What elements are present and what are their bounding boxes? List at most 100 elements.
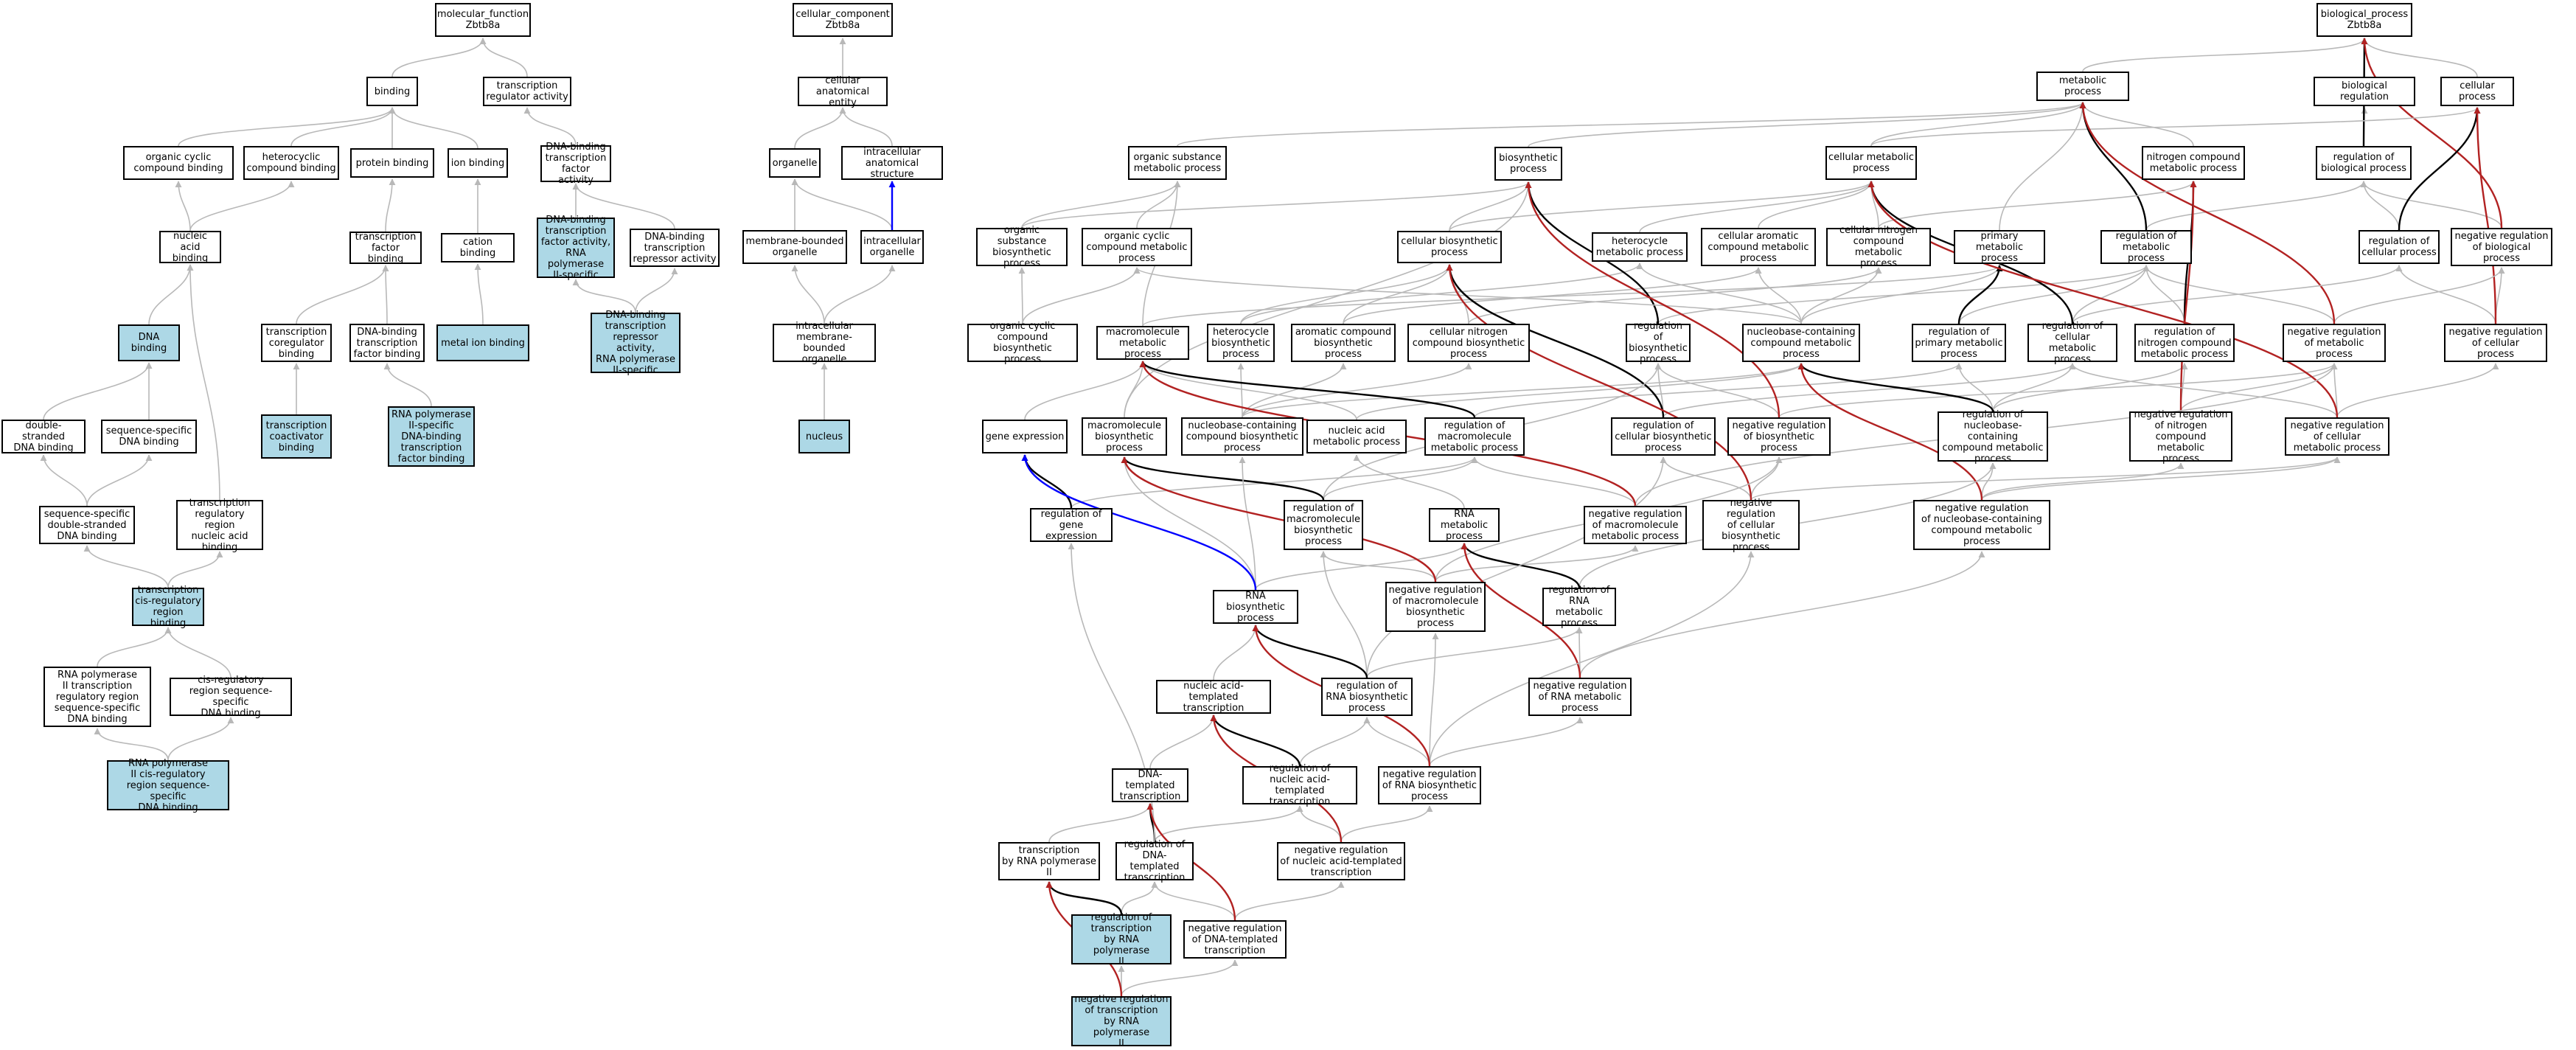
- go-term-node[interactable]: DNA-binding transcription factor binding: [349, 324, 425, 362]
- go-term-node[interactable]: cation binding: [441, 233, 515, 262]
- go-term-node[interactable]: RNA polymerase II cis-regulatory region …: [107, 758, 229, 813]
- go-term-node[interactable]: regulation of nucleobase-containing comp…: [1938, 409, 2048, 465]
- go-term-node[interactable]: regulation of transcription by RNA polym…: [1071, 912, 1172, 967]
- go-term-node[interactable]: transcription cis-regulatory region bind…: [132, 585, 204, 629]
- go-term-node[interactable]: organic cyclic compound binding: [123, 146, 234, 180]
- go-term-node[interactable]: sequence-specific double-stranded DNA bi…: [39, 506, 135, 544]
- go-term-node[interactable]: regulation of biological process: [2316, 146, 2412, 180]
- go-term-node[interactable]: negative regulation of RNA metabolic pro…: [1528, 678, 1632, 716]
- go-term-node[interactable]: RNA polymerase II-specific DNA-binding t…: [388, 406, 475, 467]
- go-term-node[interactable]: cellular metabolic process: [1825, 146, 1917, 180]
- go-term-node[interactable]: DNA-binding transcription repressor acti…: [591, 310, 680, 376]
- go-term-node[interactable]: negative regulation of cellular process: [2444, 324, 2547, 362]
- go-term-node[interactable]: macromolecule metabolic process: [1096, 326, 1189, 360]
- go-term-node[interactable]: cellular nitrogen compound biosynthetic …: [1407, 324, 1530, 362]
- go-term-node[interactable]: membrane-bounded organelle: [742, 230, 847, 264]
- go-term-node[interactable]: regulation of macromolecule metabolic pr…: [1424, 417, 1525, 456]
- go-term-node[interactable]: intracellular anatomical structure: [841, 146, 943, 180]
- go-term-node[interactable]: regulation of gene expression: [1030, 508, 1113, 542]
- go-term-node[interactable]: regulation of cellular metabolic process: [2027, 321, 2117, 365]
- go-term-node[interactable]: ion binding: [448, 148, 508, 178]
- go-term-node[interactable]: negative regulation of metabolic process: [2283, 324, 2386, 362]
- go-term-node[interactable]: negative regulation of nitrogen compound…: [2129, 409, 2232, 465]
- go-term-node[interactable]: transcription coregulator binding: [261, 324, 332, 362]
- go-term-node[interactable]: organelle: [769, 148, 821, 178]
- go-term-node[interactable]: sequence-specific DNA binding: [101, 420, 197, 453]
- go-term-node[interactable]: transcription coactivator binding: [261, 414, 332, 459]
- go-term-node[interactable]: cellular biosynthetic process: [1397, 231, 1502, 263]
- go-term-node[interactable]: gene expression: [982, 420, 1068, 453]
- go-term-node[interactable]: negative regulation of DNA-templated tra…: [1183, 920, 1287, 959]
- go-term-node[interactable]: double-stranded DNA binding: [1, 420, 86, 453]
- go-term-node[interactable]: transcription regulator activity: [483, 77, 571, 106]
- go-term-node[interactable]: regulation of macromolecule biosynthetic…: [1284, 500, 1363, 550]
- go-term-node[interactable]: negative regulation of macromolecule met…: [1584, 506, 1687, 544]
- go-term-node[interactable]: nucleus: [798, 420, 850, 453]
- go-term-node[interactable]: nucleobase-containing compound biosynthe…: [1181, 417, 1303, 456]
- go-term-node[interactable]: transcription factor binding: [349, 232, 422, 265]
- edge-is-a: [167, 717, 234, 761]
- go-term-node[interactable]: regulation of primary metabolic process: [1912, 324, 2006, 362]
- go-term-node[interactable]: organic substance biosynthetic process: [976, 225, 1068, 269]
- go-term-node[interactable]: primary metabolic process: [1954, 230, 2045, 264]
- go-term-node[interactable]: negative regulation of cellular metaboli…: [2285, 417, 2389, 456]
- go-term-node[interactable]: biological regulation: [2314, 77, 2415, 106]
- go-term-node[interactable]: nucleic acid binding: [159, 231, 221, 264]
- go-term-node[interactable]: negative regulation of cellular biosynth…: [1702, 498, 1800, 553]
- go-term-node[interactable]: binding: [366, 77, 418, 106]
- go-term-node[interactable]: nitrogen compound metabolic process: [2142, 146, 2245, 180]
- go-term-node[interactable]: regulation of DNA-templated transcriptio…: [1115, 839, 1194, 883]
- go-term-node[interactable]: regulation of RNA metabolic process: [1542, 585, 1616, 629]
- go-term-node[interactable]: cellular aromatic compound metabolic pro…: [1701, 228, 1816, 266]
- go-term-node[interactable]: regulation of cellular process: [2359, 230, 2440, 264]
- go-term-node[interactable]: negative regulation of biological proces…: [2451, 228, 2552, 266]
- go-term-node[interactable]: intracellular membrane-bounded organelle: [773, 321, 876, 365]
- go-term-node[interactable]: DNA-binding transcription factor activit…: [540, 142, 611, 186]
- go-term-node[interactable]: negative regulation of macromolecule bio…: [1385, 582, 1486, 632]
- go-term-node[interactable]: regulation of RNA biosynthetic process: [1321, 678, 1413, 716]
- go-term-node[interactable]: metabolic process: [2036, 72, 2129, 101]
- go-term-node[interactable]: organic substance metabolic process: [1128, 146, 1227, 180]
- go-term-node[interactable]: negative regulation of nucleic acid-temp…: [1277, 842, 1405, 880]
- go-term-node[interactable]: nucleobase-containing compound metabolic…: [1742, 324, 1860, 362]
- go-term-node[interactable]: regulation of cellular biosynthetic proc…: [1611, 417, 1716, 456]
- go-term-node[interactable]: molecular_function Zbtb8a: [435, 3, 531, 37]
- go-term-node[interactable]: transcription by RNA polymerase II: [998, 842, 1100, 880]
- go-term-node[interactable]: RNA polymerase II transcription regulato…: [43, 667, 151, 727]
- go-term-node[interactable]: RNA biosynthetic process: [1213, 590, 1298, 624]
- go-term-node[interactable]: DNA-binding transcription repressor acti…: [630, 229, 720, 267]
- go-term-node[interactable]: protein binding: [350, 148, 434, 178]
- go-term-node[interactable]: heterocyclic compound binding: [243, 146, 339, 180]
- go-term-node[interactable]: regulation of biosynthetic process: [1626, 321, 1691, 365]
- go-term-node[interactable]: biological_process Zbtb8a: [2316, 3, 2412, 37]
- go-term-node[interactable]: heterocycle metabolic process: [1592, 232, 1688, 262]
- go-term-node[interactable]: transcription regulatory region nucleic …: [176, 498, 263, 553]
- go-term-node[interactable]: regulation of metabolic process: [2100, 230, 2192, 264]
- go-term-node[interactable]: biosynthetic process: [1494, 147, 1562, 181]
- go-term-node[interactable]: negative regulation of transcription by …: [1071, 994, 1172, 1049]
- go-term-node[interactable]: DNA binding: [118, 324, 180, 361]
- go-term-node[interactable]: intracellular organelle: [860, 230, 924, 264]
- go-term-node[interactable]: cellular process: [2440, 77, 2514, 106]
- go-term-node[interactable]: organic cyclic compound biosynthetic pro…: [967, 321, 1078, 365]
- go-term-node[interactable]: DNA-templated transcription: [1112, 768, 1188, 802]
- go-term-node[interactable]: cellular anatomical entity: [798, 75, 888, 108]
- go-term-node[interactable]: cellular_component Zbtb8a: [793, 3, 893, 37]
- edge-is-a: [1429, 551, 1755, 767]
- go-term-node[interactable]: negative regulation of RNA biosynthetic …: [1378, 766, 1481, 804]
- go-term-node[interactable]: regulation of nucleic acid-templated tra…: [1242, 763, 1357, 807]
- go-term-node[interactable]: nucleic acid metabolic process: [1306, 420, 1407, 453]
- go-term-node[interactable]: RNA metabolic process: [1429, 508, 1500, 542]
- go-term-node[interactable]: heterocycle biosynthetic process: [1207, 324, 1275, 362]
- go-term-node[interactable]: negative regulation of biosynthetic proc…: [1727, 417, 1831, 456]
- go-term-node[interactable]: DNA-binding transcription factor activit…: [537, 215, 615, 281]
- go-term-node[interactable]: cellular nitrogen compound metabolic pro…: [1826, 225, 1931, 269]
- go-term-node[interactable]: macromolecule biosynthetic process: [1082, 417, 1167, 456]
- go-term-node[interactable]: aromatic compound biosynthetic process: [1291, 324, 1396, 362]
- go-term-node[interactable]: regulation of nitrogen compound metaboli…: [2134, 324, 2235, 362]
- go-term-node[interactable]: nucleic acid-templated transcription: [1156, 680, 1271, 714]
- go-term-node[interactable]: negative regulation of nucleobase-contai…: [1913, 500, 2050, 550]
- go-term-node[interactable]: organic cyclic compound metabolic proces…: [1082, 228, 1192, 266]
- go-term-node[interactable]: cis-regulatory region sequence-specific …: [170, 675, 292, 719]
- go-term-node[interactable]: metal ion binding: [436, 324, 529, 361]
